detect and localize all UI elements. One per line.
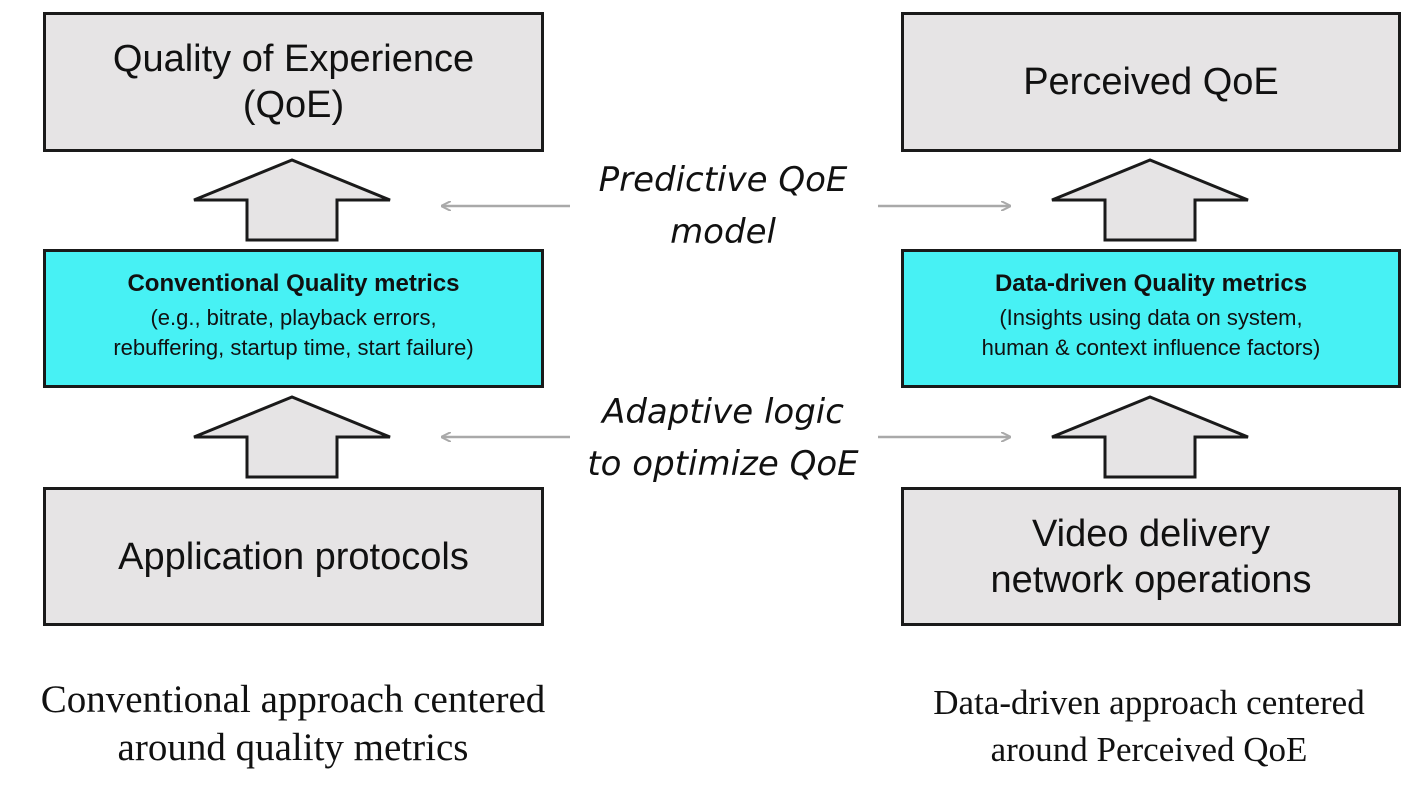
adaptive-logic-line-2: to optimize QoE xyxy=(587,444,859,484)
predictive-qoe-label: Predictive QoE model xyxy=(572,154,874,258)
left-metrics-line-2: rebuffering, startup time, start failure… xyxy=(113,334,474,360)
left-bottom-line-1: Application protocols xyxy=(118,535,469,578)
right-caption-line-1: Data-driven approach centered xyxy=(933,683,1365,722)
right-metrics-line-2: human & context influence factors) xyxy=(981,334,1321,360)
left-metrics-title: Conventional Quality metrics xyxy=(127,269,460,297)
right-bottom-line-2: network operations xyxy=(990,558,1312,601)
right-caption: Data-driven approach centered around Per… xyxy=(880,679,1418,773)
adaptive-logic-label: Adaptive logic to optimize QoE xyxy=(560,386,886,490)
predictive-qoe-line-1: Predictive QoE xyxy=(598,160,848,200)
right-metrics-line-1: (Insights using data on system, xyxy=(999,304,1303,330)
right-metrics-box: Data-driven Quality metrics (Insights us… xyxy=(901,249,1401,388)
right-lower-up-arrow xyxy=(1051,395,1249,479)
right-top-line-1: Perceived QoE xyxy=(1023,61,1279,103)
adaptive-logic-line-1: Adaptive logic xyxy=(602,392,844,432)
left-top-line-2: (QoE) xyxy=(242,84,345,126)
right-upper-up-arrow xyxy=(1051,158,1249,242)
left-top-line-1: Quality of Experience xyxy=(112,38,475,80)
left-caption-line-2: around quality metrics xyxy=(117,726,469,769)
left-top-box: Quality of Experience (QoE) xyxy=(43,12,544,152)
predictive-qoe-line-2: model xyxy=(670,212,776,252)
left-lower-up-arrow xyxy=(193,395,391,479)
left-metrics-box: Conventional Quality metrics (e.g., bitr… xyxy=(43,249,544,388)
right-bottom-box: Video delivery network operations xyxy=(901,487,1401,626)
left-metrics-line-1: (e.g., bitrate, playback errors, xyxy=(150,304,437,330)
right-top-box: Perceived QoE xyxy=(901,12,1401,152)
left-caption-line-1: Conventional approach centered xyxy=(40,678,546,721)
left-caption: Conventional approach centered around qu… xyxy=(0,676,586,772)
right-metrics-title: Data-driven Quality metrics xyxy=(994,269,1308,297)
right-caption-line-2: around Perceived QoE xyxy=(990,730,1308,769)
left-bottom-box: Application protocols xyxy=(43,487,544,626)
right-bottom-line-1: Video delivery xyxy=(1031,512,1270,555)
left-upper-up-arrow xyxy=(193,158,391,242)
